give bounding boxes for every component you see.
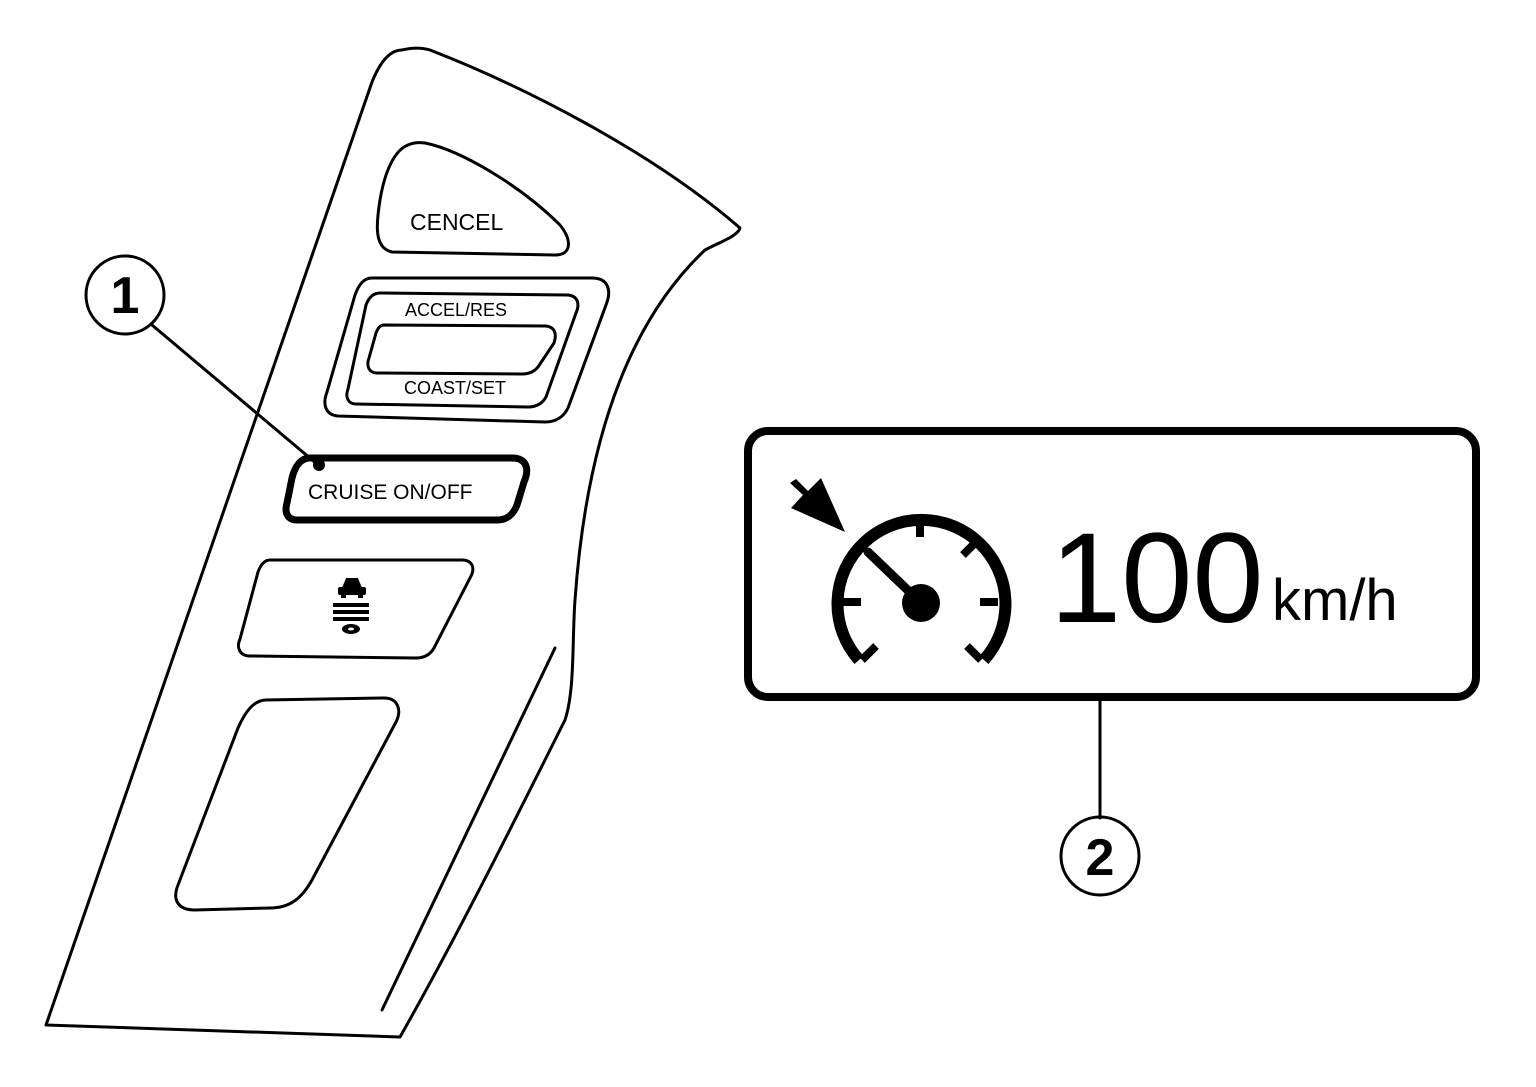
speedometer-icon — [831, 513, 1012, 664]
lower-button[interactable] — [174, 696, 401, 912]
rocker-housing — [323, 276, 611, 424]
callout-1-leader — [150, 323, 319, 466]
panel-outline — [44, 46, 742, 1039]
cancel-button[interactable]: CENCEL — [375, 141, 570, 257]
panel-inner-edge — [380, 646, 557, 1012]
accel-coast-switch[interactable]: ACCEL/RES COAST/SET — [323, 276, 611, 424]
callout-2-number: 2 — [1086, 829, 1115, 887]
callout-2-circle — [1059, 815, 1141, 897]
callout-1-circle — [84, 254, 166, 336]
callout-1-dot — [313, 459, 325, 471]
distance-setting-icon — [333, 578, 369, 634]
coast-set-label: COAST/SET — [404, 378, 506, 398]
callout-1-number: 1 — [111, 267, 140, 325]
cruise-display: 100 km/h — [744, 427, 1480, 701]
distance-button-outline — [236, 558, 475, 660]
callout-1: 1 — [84, 254, 325, 471]
arrow-icon — [790, 478, 845, 532]
set-speed-unit: km/h — [1272, 568, 1398, 633]
rocker-inner — [345, 291, 580, 409]
cancel-label: CENCEL — [410, 209, 504, 235]
display-frame — [744, 427, 1480, 701]
speedometer-hub — [902, 584, 940, 622]
accel-res-label: ACCEL/RES — [405, 300, 507, 320]
set-speed-value: 100 — [1050, 507, 1264, 650]
callout-2: 2 — [1059, 698, 1141, 897]
switch-panel — [44, 46, 742, 1039]
cancel-button-outline — [375, 141, 570, 257]
cruise-on-off-button[interactable]: CRUISE ON/OFF — [282, 454, 531, 524]
cruise-button-outline — [282, 454, 531, 524]
rocker-center-pad — [366, 323, 557, 376]
distance-button[interactable] — [236, 558, 475, 660]
cruise-on-off-label: CRUISE ON/OFF — [308, 481, 473, 504]
